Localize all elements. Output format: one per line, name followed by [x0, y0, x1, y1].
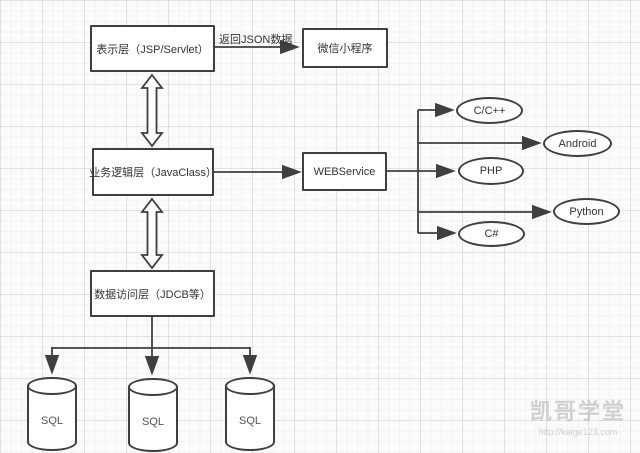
client-android-label: Android: [558, 137, 597, 150]
node-business-layer: 业务逻辑层（JavaClass）: [89, 148, 217, 196]
edge-business-dataaccess-doublearrow: [140, 197, 164, 270]
node-dataaccess-layer: 数据访问层（JDCB等）: [90, 270, 215, 317]
watermark-url: http://kaige123.com: [538, 427, 618, 437]
edge-json-label: 返回JSON数据: [219, 34, 293, 46]
node-client-python: Python: [553, 198, 620, 225]
node-wechat-miniprogram: 微信小程序: [302, 28, 388, 68]
cylinder-top-ellipse: [225, 377, 275, 395]
cylinder-top-ellipse: [128, 378, 178, 396]
node-business-label: 业务逻辑层（JavaClass）: [89, 167, 217, 179]
node-presentation-label: 表示层（JSP/Servlet）: [96, 43, 209, 56]
edge-presentation-business-doublearrow: [140, 73, 164, 148]
client-cpp-label: C/C++: [473, 104, 506, 117]
node-database-sql-3: SQL: [225, 377, 275, 451]
cylinder-body: SQL: [128, 387, 178, 452]
node-client-php: PHP: [458, 157, 524, 185]
client-python-label: Python: [569, 205, 604, 218]
node-presentation-layer: 表示层（JSP/Servlet）: [90, 25, 215, 72]
client-csharp-label: C#: [484, 228, 499, 240]
watermark: 凯哥学堂 http://kaige123.com: [530, 394, 626, 437]
cylinder-top-ellipse: [27, 377, 77, 395]
node-wechat-label: 微信小程序: [317, 43, 373, 55]
database-sql-1-label: SQL: [40, 414, 63, 427]
node-client-android: Android: [543, 130, 612, 157]
node-client-csharp: C#: [458, 221, 525, 247]
node-database-sql-1: SQL: [27, 377, 77, 451]
client-php-label: PHP: [479, 165, 503, 177]
database-sql-2-label: SQL: [141, 415, 164, 428]
database-sql-3-label: SQL: [238, 414, 261, 427]
node-webservice-label: WEBService: [313, 165, 376, 178]
node-database-sql-2: SQL: [128, 378, 178, 452]
node-client-cpp: C/C++: [456, 97, 523, 124]
node-webservice: WEBService: [302, 152, 387, 191]
cylinder-body: SQL: [27, 386, 77, 451]
node-dataaccess-label: 数据访问层（JDCB等）: [94, 288, 211, 301]
watermark-title: 凯哥学堂: [529, 399, 626, 424]
cylinder-body: SQL: [225, 386, 275, 451]
